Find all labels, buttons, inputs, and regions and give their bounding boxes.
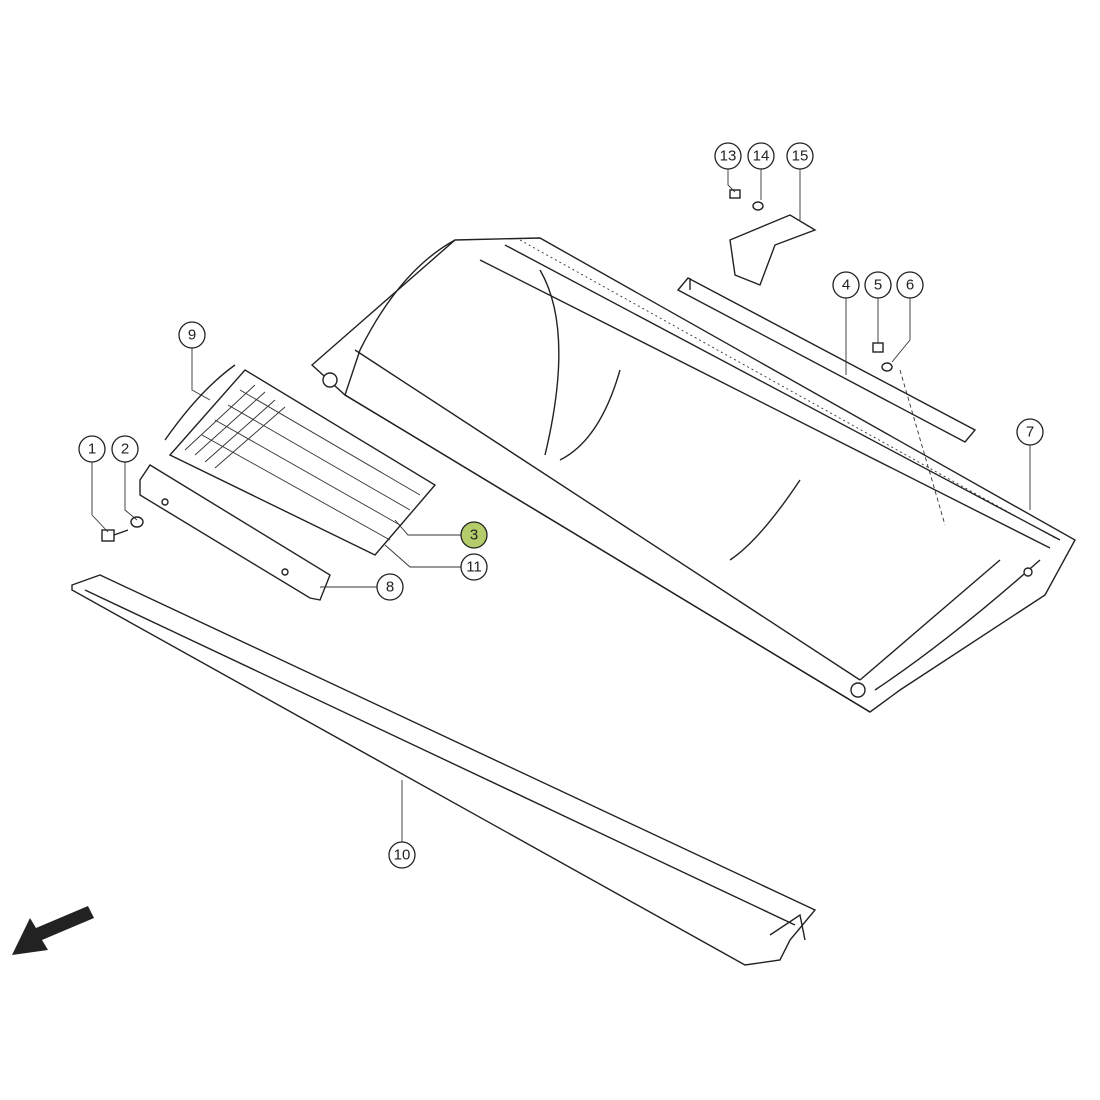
callout-8[interactable]: 8 [376, 573, 404, 601]
callout-4[interactable]: 4 [832, 271, 860, 299]
callout-label: 15 [792, 148, 809, 165]
callout-2[interactable]: 2 [111, 435, 139, 463]
callout-label: 11 [466, 559, 482, 576]
callout-label: 1 [88, 441, 96, 458]
callout-1[interactable]: 1 [78, 435, 106, 463]
small-fasteners [729, 189, 893, 372]
callout-13[interactable]: 13 [714, 142, 742, 170]
side-plate-part-8 [139, 464, 331, 601]
frame-assembly [310, 237, 1076, 713]
leader-lines [91, 169, 1031, 842]
callout-10[interactable]: 10 [388, 841, 416, 869]
bracket-part-15 [729, 214, 817, 286]
callout-label: 7 [1026, 424, 1034, 441]
wire-part-9 [164, 364, 236, 441]
callout-label: 13 [720, 148, 737, 165]
callout-label: 3 [470, 527, 478, 544]
callout-label: 8 [386, 579, 394, 596]
strip-part-4 [676, 277, 977, 443]
concave-grate-part-3 [168, 369, 437, 556]
bolt-part-1 [101, 516, 144, 542]
callout-label: 9 [188, 327, 196, 344]
arrow-down-left-icon [12, 906, 94, 955]
callout-label: 10 [394, 847, 411, 864]
callout-6[interactable]: 6 [896, 271, 924, 299]
trough-part-10 [71, 574, 817, 966]
callout-14[interactable]: 14 [747, 142, 775, 170]
callout-label: 6 [906, 277, 914, 294]
callout-7[interactable]: 7 [1016, 418, 1044, 446]
callout-15[interactable]: 15 [786, 142, 814, 170]
callout-label: 2 [121, 441, 129, 458]
callout-9[interactable]: 9 [178, 321, 206, 349]
callout-label: 4 [842, 277, 850, 294]
callout-3[interactable]: 3 [460, 521, 488, 549]
callout-11[interactable]: 11 [460, 553, 488, 581]
callout-label: 5 [874, 277, 882, 294]
callout-5[interactable]: 5 [864, 271, 892, 299]
callout-label: 14 [753, 148, 770, 165]
